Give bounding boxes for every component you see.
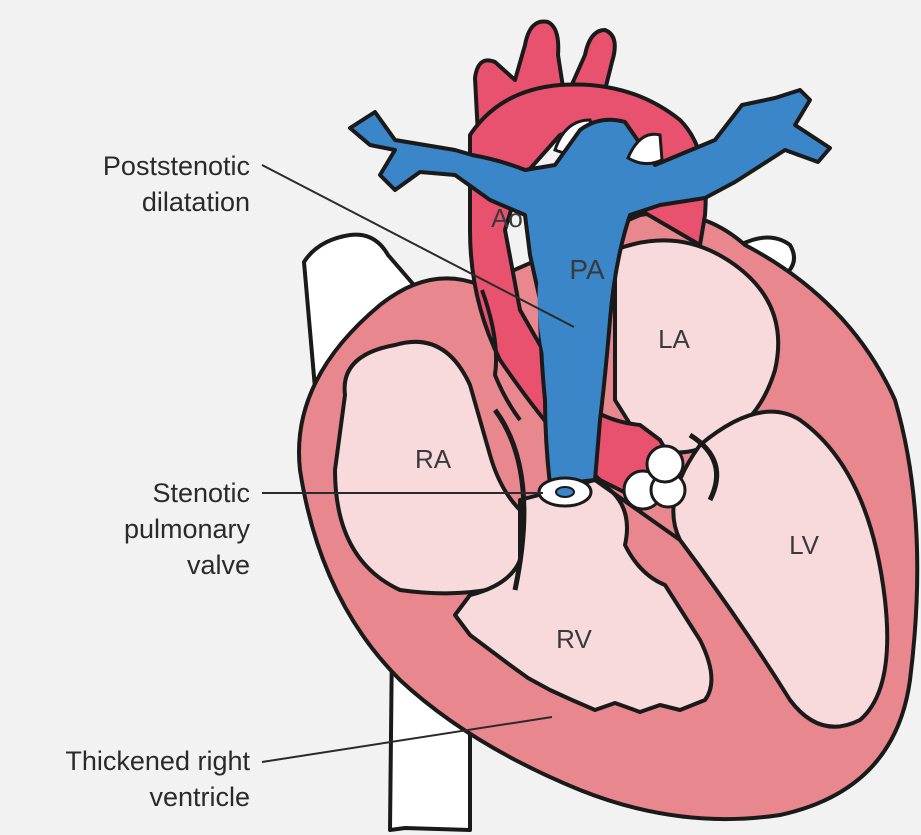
label-ao: Ao: [491, 203, 523, 233]
stenotic-valve-orifice: [556, 487, 574, 497]
label-la: LA: [658, 324, 690, 354]
callout-poststenotic-line2: dilatation: [103, 184, 250, 220]
callout-stenotic-valve-line3: valve: [124, 547, 250, 583]
callout-thickened-rv-line1: Thickened right: [65, 743, 250, 779]
label-pa: PA: [569, 255, 604, 285]
label-rv: RV: [556, 624, 592, 654]
callout-stenotic-valve-line1: Stenotic: [124, 475, 250, 511]
callout-thickened-rv: Thickened right ventricle: [65, 743, 250, 815]
callout-stenotic-valve: Stenotic pulmonary valve: [124, 475, 250, 583]
label-ra: RA: [415, 444, 451, 474]
callout-thickened-rv-line2: ventricle: [65, 779, 250, 815]
callout-stenotic-valve-line2: pulmonary: [124, 511, 250, 547]
callout-poststenotic-line1: Poststenotic: [103, 148, 250, 184]
label-lv: LV: [789, 530, 819, 560]
callout-poststenotic: Poststenotic dilatation: [103, 148, 250, 220]
